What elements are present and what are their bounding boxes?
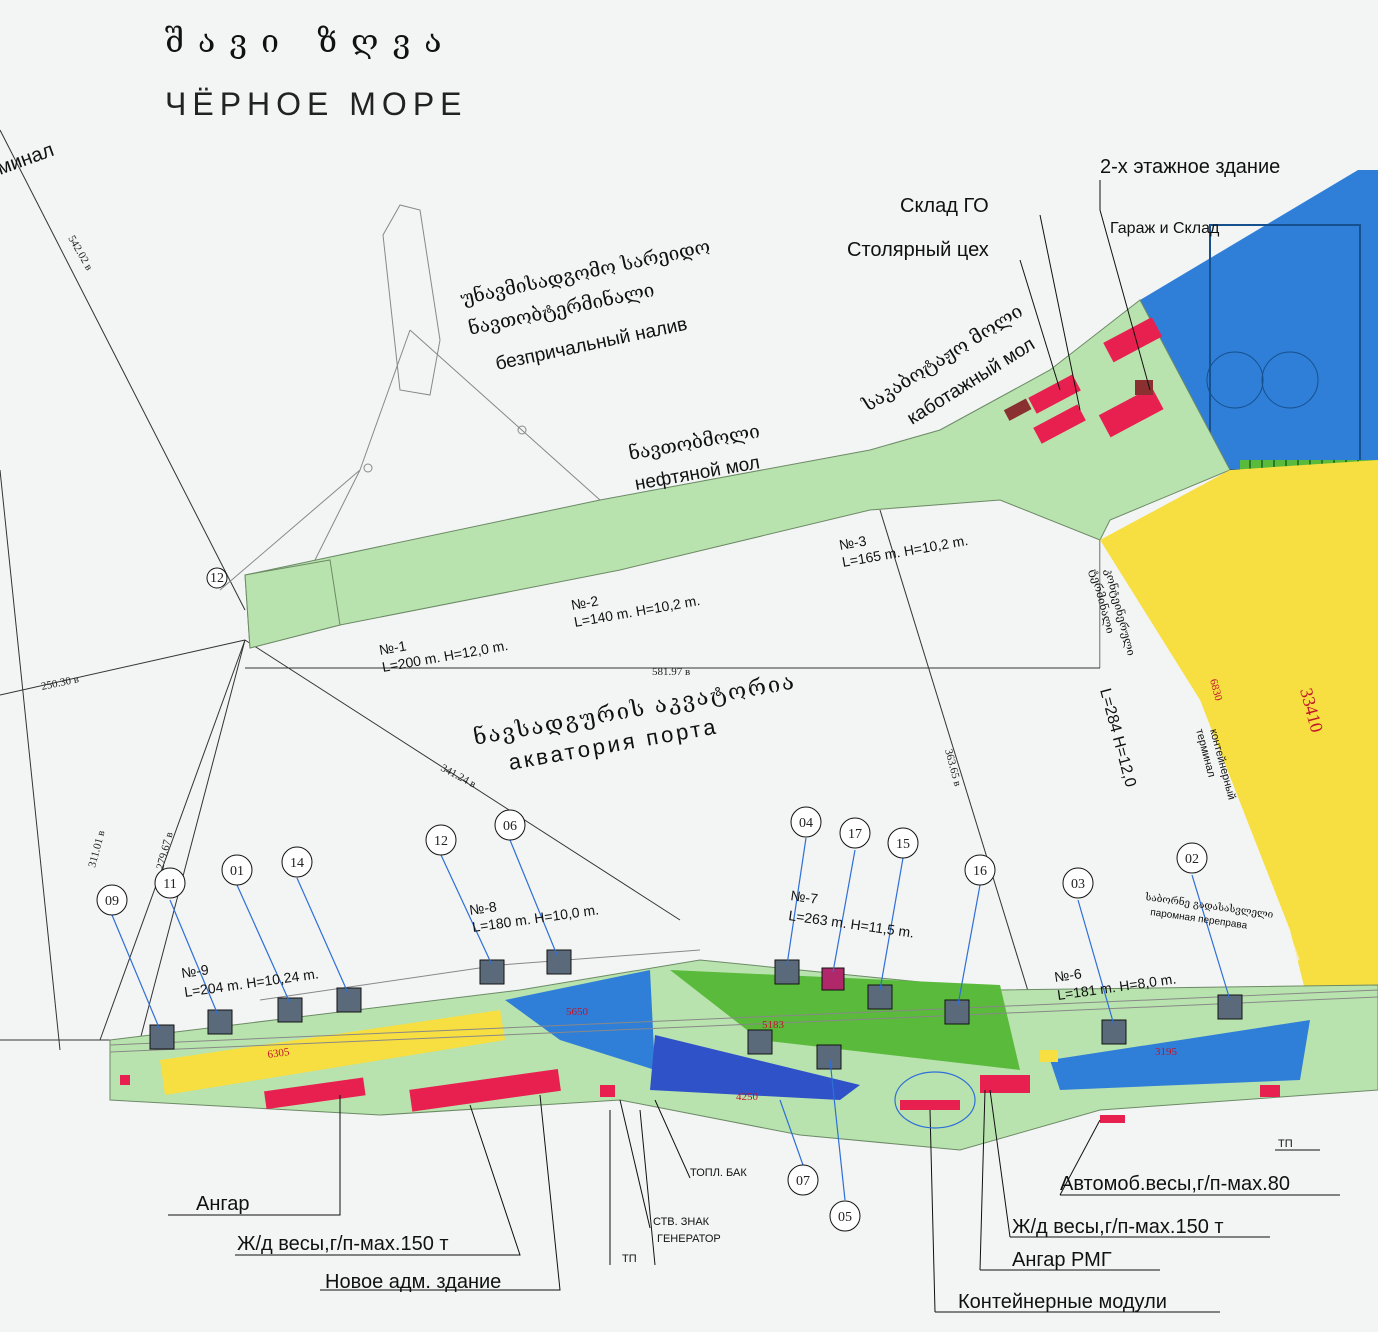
tank-farm — [1140, 170, 1378, 470]
svg-text:16: 16 — [973, 864, 987, 879]
cranes — [149, 949, 1243, 1070]
berth-7-no: №-7 — [790, 887, 820, 907]
svg-text:12: 12 — [434, 834, 448, 849]
marker-06: 06 — [494, 809, 526, 841]
svg-text:09: 09 — [105, 894, 119, 909]
garage-label: Гараж и Склад — [1110, 220, 1220, 237]
berth-3-no: №-3 — [838, 532, 868, 553]
marker-04: 04 — [790, 806, 822, 838]
svg-text:17: 17 — [848, 827, 862, 842]
marker-12: 12 — [425, 824, 457, 856]
carpentry-label: Столярный цех — [847, 239, 989, 261]
svg-text:12: 12 — [210, 571, 224, 586]
marker-05: 05 — [829, 1200, 861, 1232]
marker-leaders — [111, 837, 1231, 1201]
tp-1-label: ТП — [622, 1253, 637, 1265]
marker-01: 01 — [221, 854, 253, 886]
marker-12-buoy: 12 — [206, 567, 228, 589]
value-6830: 6830 — [1207, 678, 1224, 703]
marker-16: 16 — [964, 854, 996, 886]
svg-text:07: 07 — [796, 1174, 810, 1189]
svg-text:03: 03 — [1071, 877, 1085, 892]
marker-14: 14 — [281, 846, 313, 878]
svg-text:05: 05 — [838, 1210, 852, 1225]
svg-text:06: 06 — [503, 819, 517, 834]
berth-9-no: №-9 — [180, 961, 210, 981]
marker-11: 11 — [154, 867, 186, 899]
container-terminal — [1100, 460, 1378, 1010]
container-modules-outline — [894, 1071, 976, 1129]
russian-sea-title: ЧЁРНОЕ МОРЕ — [165, 86, 468, 122]
mooring-lines — [219, 204, 601, 591]
new-admin-label: Новое адм. здание — [325, 1271, 501, 1293]
container-modules-label: Контейнерные модули — [958, 1291, 1167, 1313]
str-sign-label: СТВ. ЗНАК — [653, 1216, 710, 1228]
svg-text:15: 15 — [896, 837, 910, 852]
svg-text:14: 14 — [290, 856, 304, 871]
yard-5650 — [505, 970, 655, 1070]
fuel-tank-label: ТОПЛ. БАК — [690, 1167, 747, 1179]
tp-2-label: ТП — [1278, 1138, 1293, 1150]
value-6305: 6305 — [267, 1046, 291, 1061]
svg-text:11: 11 — [163, 877, 176, 892]
label-leaders — [168, 180, 1340, 1313]
svg-text:04: 04 — [799, 816, 813, 831]
berth-8-no: №-8 — [468, 898, 498, 918]
marker-03: 03 — [1062, 867, 1094, 899]
hangar-label: Ангар — [196, 1193, 250, 1215]
berth-6-no: №-6 — [1053, 965, 1083, 985]
berth-1-no: №-1 — [378, 637, 408, 658]
marker-02: 02 — [1176, 842, 1208, 874]
marker-15: 15 — [887, 827, 919, 859]
oil-pier — [244, 299, 1231, 649]
berth-2-no: №-2 — [570, 592, 600, 613]
value-3195: 3195 — [1155, 1046, 1178, 1058]
truck-scales-label: Автомоб.весы,г/п-мах.80 — [1060, 1173, 1290, 1195]
value-5650: 5650 — [566, 1006, 589, 1018]
rail-scales-1-label: Ж/д весы,г/п-мах.150 т — [237, 1233, 449, 1255]
yard-4250 — [650, 1035, 860, 1100]
marker-07: 07 — [787, 1164, 819, 1196]
svg-text:01: 01 — [230, 864, 244, 879]
marker-17: 17 — [839, 817, 871, 849]
marker-09: 09 — [96, 884, 128, 916]
two-storey-label: 2-х этажное здание — [1100, 156, 1280, 178]
svg-text:02: 02 — [1185, 852, 1199, 867]
georgian-sea-title: შავი ზღვა — [165, 22, 456, 60]
generator-label: ГЕНЕРАТОР — [657, 1233, 721, 1245]
upper-buildings — [1003, 317, 1164, 444]
yard-3195 — [1050, 1020, 1310, 1090]
dist-581: 581.97 в — [652, 666, 690, 678]
value-4250: 4250 — [736, 1091, 759, 1103]
warehouse-go-label: Склад ГО — [900, 195, 989, 217]
value-5183: 5183 — [762, 1019, 785, 1031]
rail-scales-2-label: Ж/д весы,г/п-мах.150 т — [1012, 1216, 1224, 1238]
lower-buildings — [120, 1068, 1280, 1123]
hangar-rmg-label: Ангар РМГ — [1012, 1249, 1112, 1271]
